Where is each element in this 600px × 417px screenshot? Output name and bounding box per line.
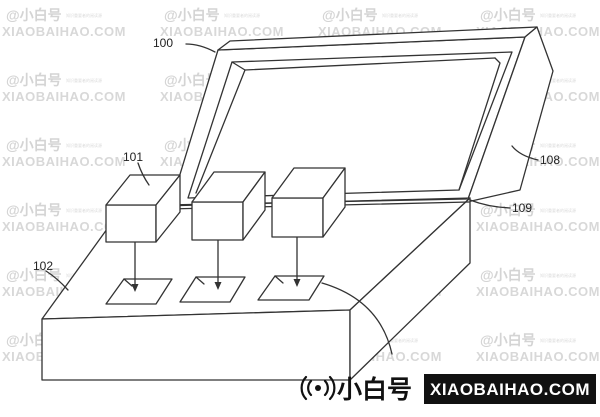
watermark-text-en: XIAOBAIHAO.COM bbox=[2, 219, 126, 234]
chip-1-front bbox=[105, 204, 157, 243]
watermark-text-en: XIAOBAIHAO.COM bbox=[476, 219, 600, 234]
slot-3-inner bbox=[274, 275, 284, 284]
slots bbox=[105, 275, 325, 305]
chip-2-side bbox=[242, 171, 266, 241]
label-101: 101 bbox=[123, 150, 143, 164]
watermark-tagline: 知识重要者的阅读源 bbox=[224, 12, 260, 18]
base-front-face bbox=[41, 309, 351, 381]
chip-1-side bbox=[155, 174, 181, 243]
watermark-text-en: XIAOBAIHAO.COM bbox=[2, 154, 126, 169]
label-100: 100 bbox=[153, 36, 173, 50]
reference-leaders bbox=[45, 43, 539, 291]
watermark-text-cn: @小白号 bbox=[164, 72, 220, 88]
label-108: 108 bbox=[540, 153, 560, 167]
slot-3 bbox=[257, 275, 325, 301]
watermark-text-en: XIAOBAIHAO.COM bbox=[476, 349, 600, 364]
watermark-text-cn: @小白号 bbox=[6, 72, 62, 88]
watermark-text-en: XIAOBAIHAO.COM bbox=[476, 284, 600, 299]
watermark-text-en: XIAOBAIHAO.COM bbox=[160, 24, 284, 39]
watermark-tagline: 知识重要者的阅读源 bbox=[66, 77, 102, 83]
watermark-tagline: 知识重要者的阅读源 bbox=[540, 337, 576, 343]
label-102: 102 bbox=[33, 259, 53, 273]
arrow-1-head bbox=[131, 284, 139, 292]
lid-screen-inner-left bbox=[195, 69, 246, 194]
lid-108 bbox=[169, 26, 554, 208]
arrow-2-head bbox=[214, 282, 222, 290]
insertion-arrows bbox=[131, 236, 301, 292]
watermark-tagline: 知识重要者的阅读源 bbox=[540, 272, 576, 278]
watermark-tagline: 知识重要者的阅读源 bbox=[66, 12, 102, 18]
watermark-tagline: 知识重要者的阅读源 bbox=[66, 207, 102, 213]
brand-watermark: 小白号 XIAOBAIHAO.COM bbox=[300, 374, 596, 404]
lid-screen-opening bbox=[187, 51, 513, 199]
lid-screen-inner-right bbox=[458, 57, 501, 191]
watermark-text-cn: @小白号 bbox=[6, 202, 62, 218]
base-side-face bbox=[349, 197, 471, 381]
watermark-text-cn: @小白号 bbox=[480, 332, 536, 348]
watermark-text-cn: @小白号 bbox=[480, 267, 536, 283]
watermark-tagline: 知识重要者的阅读源 bbox=[66, 142, 102, 148]
slot-1-inner bbox=[123, 278, 133, 287]
watermark-text-cn: @小白号 bbox=[322, 7, 378, 23]
sweep-arc bbox=[321, 282, 393, 355]
watermark-tagline: 知识重要者的阅读源 bbox=[540, 77, 576, 83]
watermark-tagline: 知识重要者的阅读源 bbox=[540, 142, 576, 148]
watermark-text-en: XIAOBAIHAO.COM bbox=[2, 89, 126, 104]
label-109: 109 bbox=[512, 201, 532, 215]
lid-side-face bbox=[466, 26, 554, 203]
signal-icon bbox=[300, 375, 336, 401]
slot-2-inner bbox=[195, 276, 205, 285]
leader-101 bbox=[137, 162, 150, 186]
watermark-tagline: 知识重要者的阅读源 bbox=[540, 12, 576, 18]
watermark-text-cn: @小白号 bbox=[6, 7, 62, 23]
watermark-text-en: XIAOBAIHAO.COM bbox=[2, 24, 126, 39]
leader-109 bbox=[469, 199, 511, 209]
watermark-tagline: 知识重要者的阅读源 bbox=[382, 12, 418, 18]
chip-3-front bbox=[271, 197, 324, 238]
chip-3-side bbox=[322, 167, 346, 238]
brand-name: 小白号 bbox=[337, 375, 412, 404]
watermark-text-cn: @小白号 bbox=[480, 7, 536, 23]
brand-domain-badge bbox=[424, 374, 596, 404]
leader-108 bbox=[511, 145, 539, 161]
slot-2 bbox=[179, 276, 246, 303]
leader-102 bbox=[45, 270, 69, 291]
watermark-text-cn: @小白号 bbox=[6, 137, 62, 153]
arrow-3-head bbox=[293, 279, 301, 287]
leader-100 bbox=[185, 43, 216, 53]
chips-101 bbox=[105, 167, 346, 243]
watermark-text-cn: @小白号 bbox=[6, 267, 62, 283]
watermark-tagline: 知识重要者的阅读源 bbox=[540, 207, 576, 213]
slot-1 bbox=[105, 278, 173, 305]
watermark-text-cn: @小白号 bbox=[164, 7, 220, 23]
watermark-tagline: 知识重要者的阅读源 bbox=[382, 337, 418, 343]
brand-domain: XIAOBAIHAO.COM bbox=[430, 380, 590, 399]
chip-2-front bbox=[191, 201, 244, 241]
